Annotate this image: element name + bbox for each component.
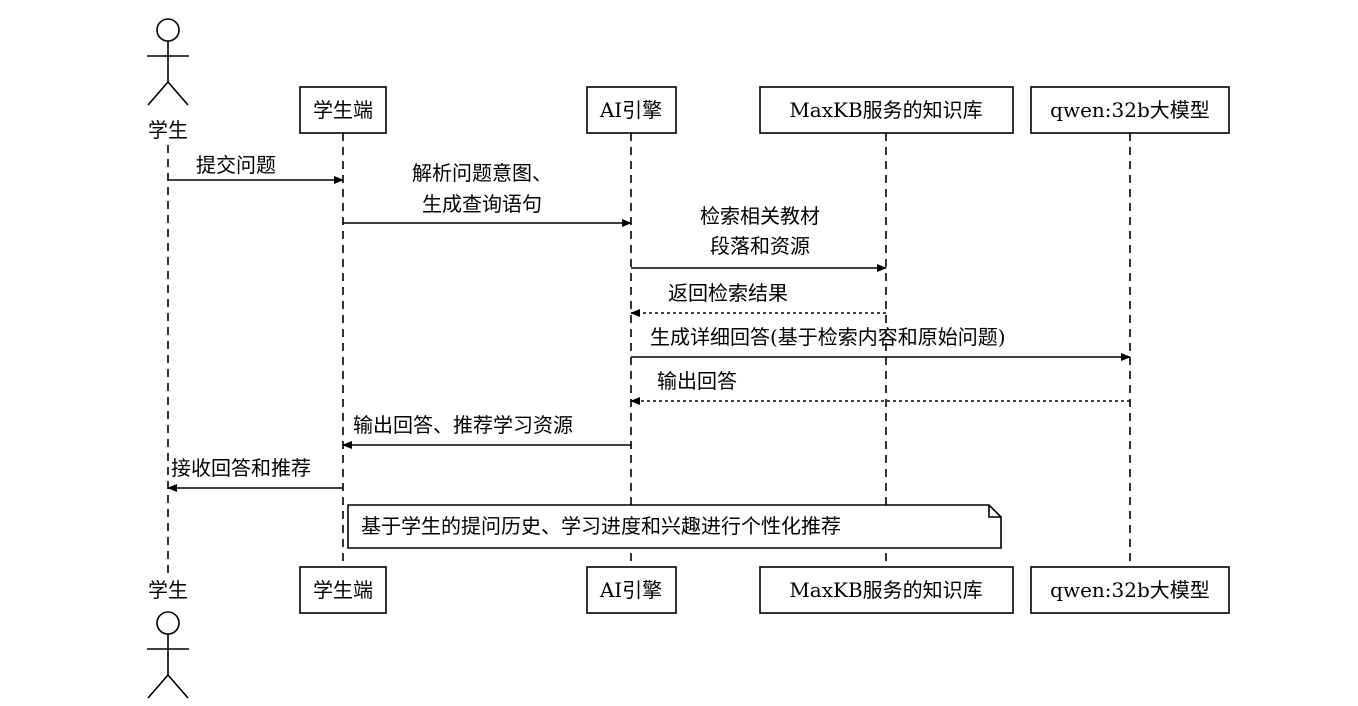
actor-label-bottom: 学生	[148, 578, 188, 602]
message-receive: 接收回答和推荐	[167, 456, 343, 492]
message-4-label: 返回检索结果	[668, 281, 788, 305]
message-generate-answer: 生成详细回答(基于检索内容和原始问题)	[631, 325, 1131, 361]
participant-kb-bottom-label: MaxKB服务的知识库	[789, 578, 982, 602]
message-parse-intent: 解析问题意图、 生成查询语句	[343, 161, 632, 227]
message-5-label: 生成详细回答(基于检索内容和原始问题)	[650, 325, 1006, 349]
message-output-answer: 输出回答	[630, 369, 1130, 405]
note: 基于学生的提问历史、学习进度和兴趣进行个性化推荐	[347, 504, 1002, 549]
message-2-label-line2: 生成查询语句	[422, 192, 542, 216]
actor-label-top: 学生	[148, 118, 188, 142]
note-fold	[988, 505, 1001, 518]
actor-icon-top	[147, 18, 189, 106]
message-8-label: 接收回答和推荐	[171, 456, 311, 480]
actor-icon-bottom	[147, 611, 189, 699]
note-box	[347, 504, 1002, 549]
message-3-label-line1: 检索相关教材	[700, 204, 820, 228]
message-1-label: 提交问题	[196, 153, 276, 177]
message-3-label-line2: 段落和资源	[710, 234, 810, 258]
participant-engine-top: AI引擎	[586, 86, 677, 134]
message-output-recommend: 输出回答、推荐学习资源	[342, 413, 631, 449]
message-retrieve-materials: 检索相关教材 段落和资源	[631, 204, 887, 272]
participant-llm-bottom-label: qwen:32b大模型	[1050, 578, 1210, 602]
participant-kb-top-label: MaxKB服务的知识库	[789, 98, 982, 122]
message-return-results: 返回检索结果	[630, 281, 886, 317]
message-7-label: 输出回答、推荐学习资源	[353, 413, 573, 437]
participant-engine-top-label: AI引擎	[599, 98, 662, 122]
participant-client-bottom-label: 学生端	[313, 578, 373, 602]
participant-llm-top: qwen:32b大模型	[1030, 86, 1230, 134]
participant-engine-bottom-label: AI引擎	[599, 578, 662, 602]
note-text: 基于学生的提问历史、学习进度和兴趣进行个性化推荐	[361, 514, 841, 538]
participant-client-top-label: 学生端	[313, 98, 373, 122]
participant-client-bottom: 学生端	[299, 566, 387, 614]
participant-engine-bottom: AI引擎	[586, 566, 677, 614]
participant-kb-top: MaxKB服务的知识库	[759, 86, 1014, 134]
message-6-label: 输出回答	[657, 369, 737, 393]
participant-client-top: 学生端	[299, 86, 387, 134]
participant-kb-bottom: MaxKB服务的知识库	[759, 566, 1014, 614]
participant-llm-top-label: qwen:32b大模型	[1050, 98, 1210, 122]
message-2-label-line1: 解析问题意图、	[412, 161, 552, 185]
message-submit-question: 提交问题	[168, 153, 344, 184]
participant-llm-bottom: qwen:32b大模型	[1030, 566, 1230, 614]
